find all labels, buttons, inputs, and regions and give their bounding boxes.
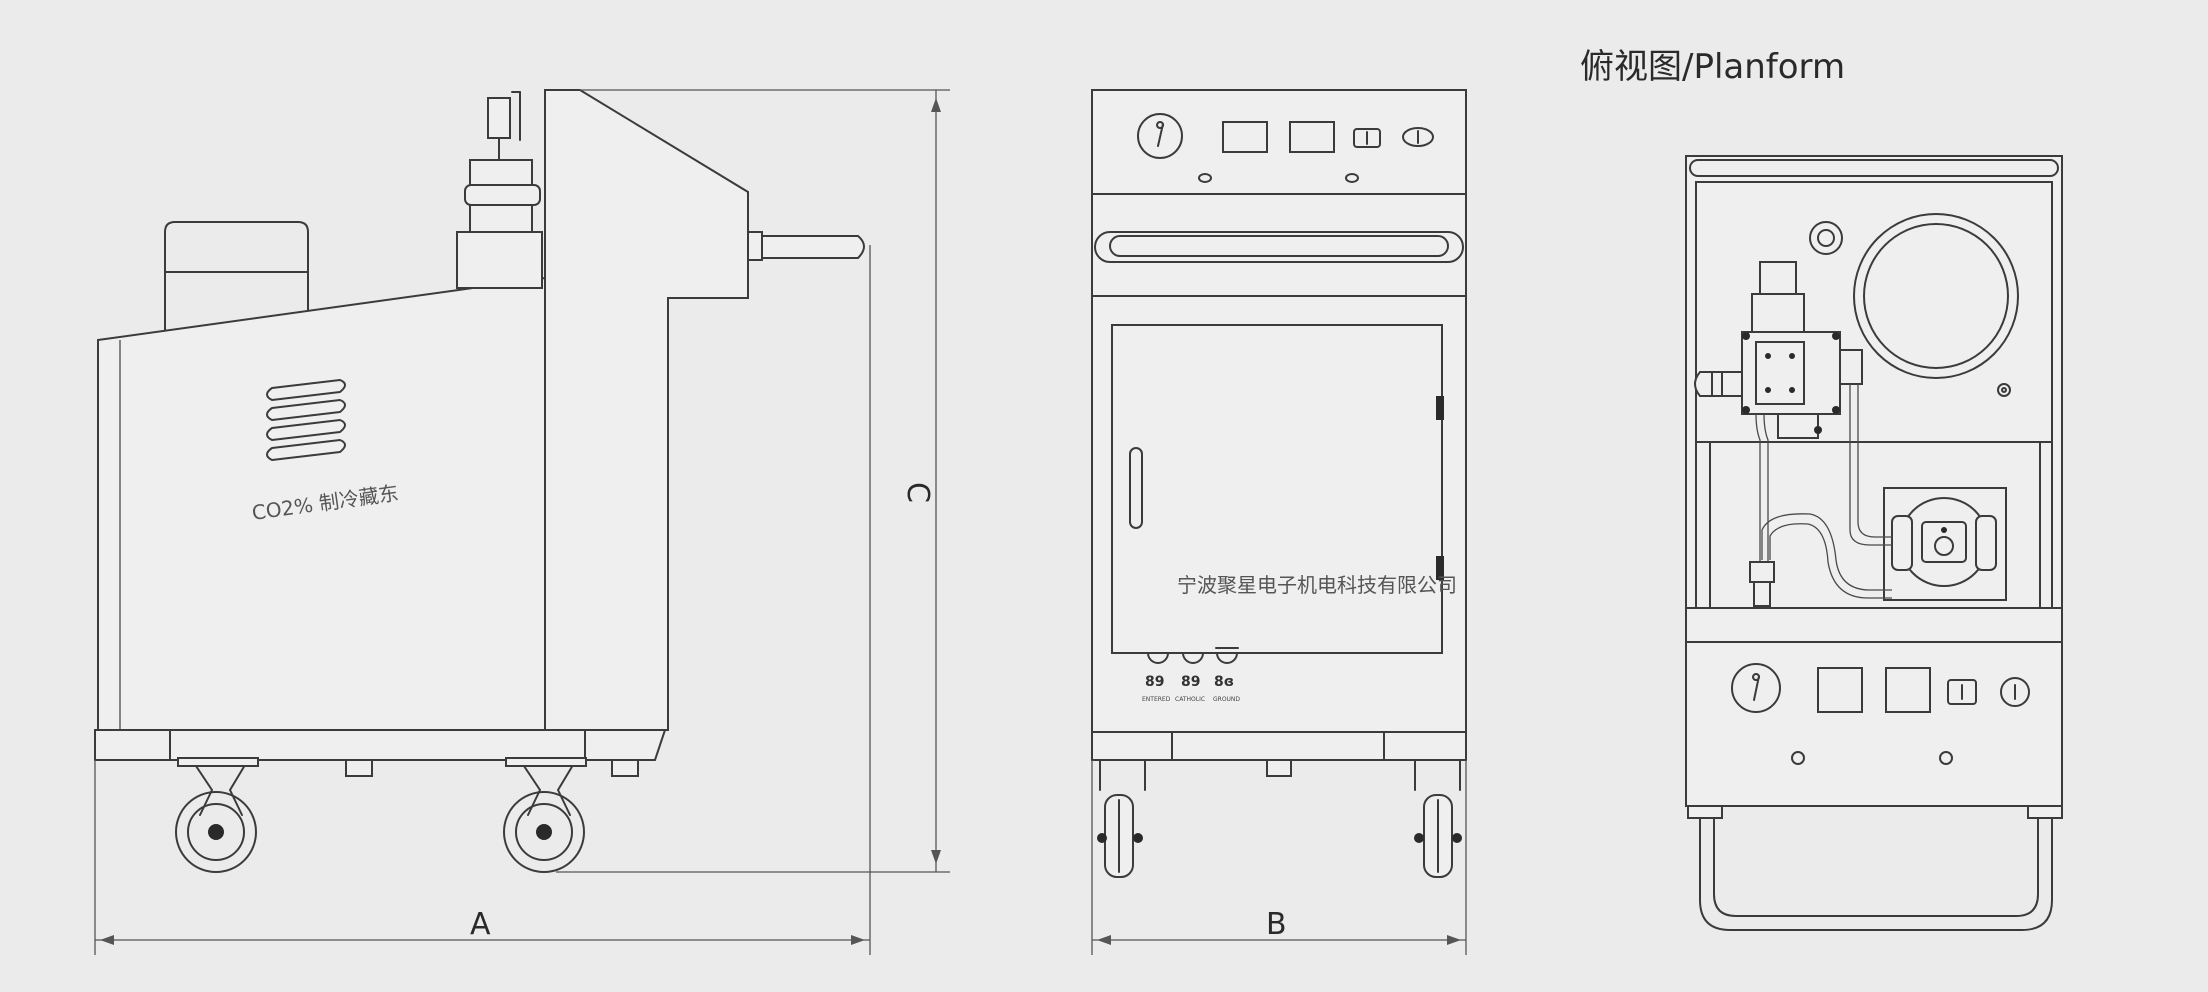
dimension-b-label: B bbox=[1266, 907, 1287, 942]
planform-pipes bbox=[1749, 384, 1892, 607]
port-label-1: 89 bbox=[1145, 674, 1164, 690]
port-sublabel-3: GROUND bbox=[1213, 696, 1240, 703]
caster-wheel-rear bbox=[503, 757, 587, 873]
dimension-c: C bbox=[556, 89, 950, 873]
planform-title: 俯视图/Planform bbox=[1580, 47, 1845, 87]
dimension-a-label: A bbox=[470, 907, 491, 942]
dimension-c-label: C bbox=[900, 482, 935, 503]
port-sublabel-1: ENTERED bbox=[1142, 696, 1171, 703]
door-company-label: 宁波聚星电子机电科技有限公司 bbox=[1177, 573, 1457, 597]
dimension-b: B bbox=[1091, 760, 1467, 955]
vent-slots bbox=[266, 379, 346, 461]
planform-valve-block bbox=[1694, 261, 1863, 439]
valve-assembly bbox=[456, 91, 543, 289]
port-label-2: 89 bbox=[1181, 674, 1200, 690]
front-view: 宁波聚星电子机电科技有限公司 89 89 8ɞ ENTERED CATHOLIC… bbox=[1091, 89, 1467, 955]
planform-view bbox=[1685, 155, 2063, 931]
dimension-a: A bbox=[94, 245, 871, 955]
planform-pump bbox=[1883, 487, 2007, 601]
port-sublabel-2: CATHOLIC bbox=[1175, 696, 1205, 703]
front-wheel-right bbox=[1414, 759, 1462, 878]
port-label-3: 8ɞ bbox=[1214, 674, 1234, 690]
front-wheel-left bbox=[1097, 759, 1146, 878]
side-view: CO2% 制冷藏东 bbox=[94, 89, 950, 955]
caster-wheel-front bbox=[175, 757, 259, 873]
port-connectors: 89 89 8ɞ ENTERED CATHOLIC GROUND bbox=[1142, 647, 1240, 703]
